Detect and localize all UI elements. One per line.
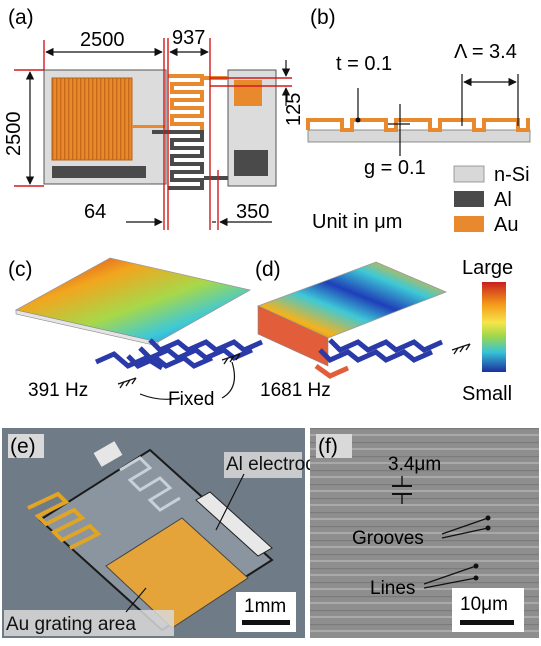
t-label: t = 0.1 <box>336 53 392 75</box>
panel-f-label-box <box>316 434 352 458</box>
grating-label-bg <box>4 610 174 636</box>
dim-gap-right: 350 <box>236 201 269 223</box>
colorbar: Large Small <box>462 257 513 405</box>
scale-label-f: 10μm <box>460 594 508 615</box>
lines-dot-2 <box>473 575 479 581</box>
anchor-c-left <box>117 377 137 389</box>
grooves-label: Grooves <box>352 528 424 549</box>
scale-bar-e <box>242 620 290 625</box>
dim-comb-width: 937 <box>172 27 205 49</box>
springs-c <box>126 338 264 369</box>
electrode-label-bg <box>224 452 302 478</box>
spring-au <box>168 74 204 134</box>
au-grating <box>51 77 133 161</box>
lines-dot-1 <box>473 563 479 569</box>
grooves-dot-2 <box>485 525 491 531</box>
legend-swatch-au <box>454 216 484 232</box>
period-label: 3.4μm <box>388 454 441 475</box>
panel-f: (f) 3.4μm Grooves Lines 10μm <box>310 428 539 638</box>
dim-height: 2500 <box>3 112 25 157</box>
scale-box-e <box>236 592 296 632</box>
scale-bar-f <box>460 620 514 625</box>
anchor-d <box>451 343 471 355</box>
dim-guides <box>14 38 292 230</box>
t-point <box>355 117 361 123</box>
panel-e: (e) Al electrode Au grating area 1mm <box>2 428 326 638</box>
al-bridge <box>204 176 228 180</box>
fixed-label: Fixed <box>168 389 214 410</box>
al-electrode <box>195 491 273 557</box>
colorbar-gradient <box>482 282 506 372</box>
al-strip-left <box>52 166 146 178</box>
grooves-leader-2 <box>441 527 489 539</box>
grating-profile <box>306 118 530 132</box>
legend-al: Al <box>494 189 512 211</box>
au-grating-area <box>105 517 249 629</box>
dim-width: 2500 <box>80 29 125 51</box>
au-trace <box>132 125 166 128</box>
lines-leader-2 <box>423 577 477 589</box>
dim-gap-left: 64 <box>84 201 106 223</box>
panel-c: (c) 391 Hz Fixed <box>8 257 264 410</box>
debris <box>93 441 123 467</box>
fixed-leader-2 <box>221 361 235 399</box>
panel-a: (a) <box>3 6 305 230</box>
electrode-label: Al electrode <box>226 454 326 475</box>
grooves-dot-1 <box>485 515 491 521</box>
plate-side-d <box>257 305 329 367</box>
lambda-label: Λ = 3.4 <box>454 41 517 63</box>
panel-c-label: (c) <box>8 258 33 281</box>
grating-label: Au grating area <box>6 614 136 635</box>
grating-leader <box>125 587 147 613</box>
lines-leader-1 <box>423 565 477 585</box>
electrode-leader <box>215 473 245 531</box>
panel-d-label: (d) <box>255 258 281 281</box>
fixed-leader-1 <box>139 393 181 400</box>
springs-d <box>318 338 444 363</box>
panel-f-label: (f) <box>318 435 338 458</box>
legend-swatch-al <box>454 191 484 207</box>
unit-label: Unit in μm <box>312 211 402 233</box>
spring-al <box>152 130 204 190</box>
spring-d-lower <box>314 363 350 379</box>
pad-au <box>234 80 262 106</box>
panel-b: (b) t = 0.1 Λ = 3.4 g = 0.1 n-Si Al Au U… <box>306 6 531 236</box>
material-legend: n-Si Al Au <box>453 164 530 236</box>
legend-swatch-n-si <box>453 165 485 183</box>
pad-al <box>234 150 268 176</box>
freq-d: 1681 Hz <box>260 380 331 401</box>
freq-c: 391 Hz <box>28 380 88 401</box>
spring-c-lower <box>94 351 164 371</box>
panel-b-label: (b) <box>310 6 336 29</box>
scale-label-e: 1mm <box>244 596 286 617</box>
panel-a-label: (a) <box>8 6 34 29</box>
legend-au: Au <box>494 214 518 236</box>
dim-pad-height: 125 <box>283 93 305 126</box>
lines-label: Lines <box>370 578 415 599</box>
colorbar-bottom: Small <box>462 383 512 405</box>
colorbar-top: Large <box>462 257 513 279</box>
panel-d: (d) 1681 Hz <box>255 258 471 401</box>
g-label: g = 0.1 <box>364 157 426 179</box>
panel-e-label: (e) <box>10 435 36 458</box>
grooves-leader-1 <box>441 517 489 535</box>
anchor-c-right <box>221 353 241 365</box>
device-au-springs <box>27 491 102 550</box>
legend-n-si: n-Si <box>494 164 530 186</box>
mode-plate-c <box>14 257 252 343</box>
device-springs <box>119 456 181 512</box>
substrate-n-si <box>307 129 531 143</box>
panel-e-label-box <box>8 434 44 458</box>
